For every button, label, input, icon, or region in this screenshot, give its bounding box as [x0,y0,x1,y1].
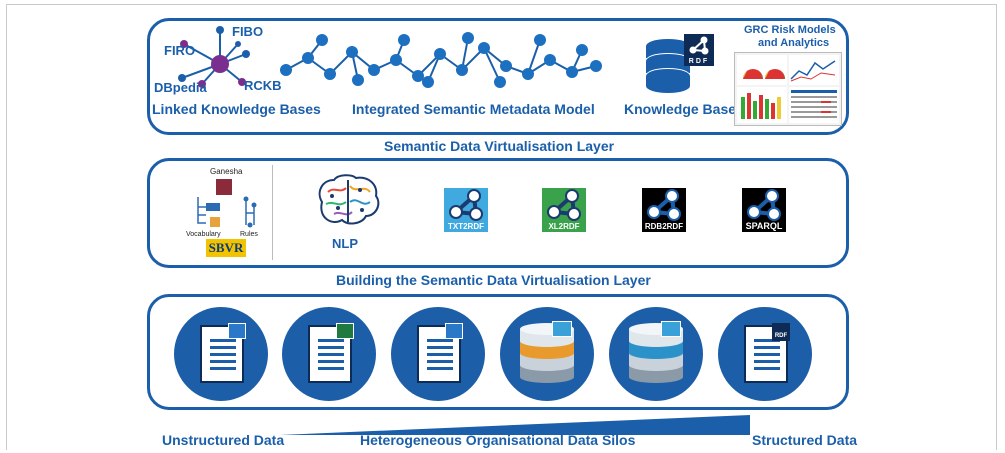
document-icon [200,325,244,383]
database-icon [646,39,690,93]
sbvr-logo: SBVR [206,239,246,257]
document-line [318,360,344,363]
document-line [427,339,453,342]
rdb2rdf-tool: RDB2RDF [642,188,686,232]
middle-panel [147,158,849,268]
oracle-icon [661,321,681,337]
rdf-graph-icon [449,189,483,221]
grc-title-line1: GRC Risk Models [744,24,836,36]
source-document-circle [174,307,268,401]
sbvr-tool: Ganesha Vocabulary Rules SBVR [184,165,273,260]
document-icon [744,325,788,383]
sbvr-title: Ganesha [210,167,243,176]
document-line [754,360,780,363]
rdf-graph-icon [689,36,709,55]
layer2-caption: Building the Semantic Data Virtualisatio… [336,272,651,288]
layer1-caption: Semantic Data Virtualisation Layer [384,138,615,154]
document-line [318,353,344,356]
document-line [210,360,236,363]
xl2rdf-label: XL2RDF [548,222,580,231]
document-line [318,367,344,370]
document-line [210,367,236,370]
document-line [754,353,780,356]
txt2rdf-label: TXT2RDF [448,222,484,231]
ganesha-logo [216,179,232,195]
structure-gradient-wedge [280,415,750,435]
document-line [754,339,780,342]
nlp-caption: NLP [332,236,358,251]
tree-diagram-icon [197,196,257,228]
rdf-graph-icon [547,189,581,221]
database-stack-icon [520,323,574,383]
excel-icon [336,323,354,339]
metadata-model-caption: Integrated Semantic Metadata Model [352,101,595,117]
source-database-circle [500,307,594,401]
document-line [754,367,780,370]
footer-center: Heterogeneous Organisational Data Silos [360,432,636,448]
xml-icon [445,323,463,339]
node-dbpedia: DBpedia [154,80,207,95]
document-line [210,339,236,342]
linked-kb-star-icon [178,26,250,88]
rdf-badge-label: RDF [688,58,710,65]
document-line [210,346,236,349]
node-rckb: RCKB [244,78,282,93]
source-document-circle: RDF [718,307,812,401]
txt2rdf-tool: TXT2RDF [444,188,488,232]
sparql-tool: SPARQL [742,188,786,232]
word-icon [228,323,246,339]
knowledge-base-caption: Knowledge Base [624,101,737,117]
document-line [427,346,453,349]
grc-title-line2: and Analytics [758,37,830,49]
sbvr-rules: Rules [240,231,258,238]
document-line [427,353,453,356]
node-fibo: FIBO [232,24,264,39]
document-line [427,360,453,363]
sparql-label: SPARQL [745,221,783,231]
xl2rdf-tool: XL2RDF [542,188,586,232]
metadata-network-icon [280,32,602,88]
sql-icon [552,321,572,337]
grc-dashboard [734,52,842,126]
document-line [318,339,344,342]
rdb2rdf-label: RDB2RDF [644,222,684,231]
source-document-circle [391,307,485,401]
linked-kb-caption: Linked Knowledge Bases [152,101,321,117]
gauge-chart-icon [737,55,839,123]
document-line [210,353,236,356]
node-firo: FIRO [164,43,196,58]
rdf-graph-icon [647,189,681,221]
sbvr-vocab: Vocabulary [186,231,221,238]
database-stack-icon [629,323,683,383]
figure-frame [6,4,997,450]
document-line [427,367,453,370]
source-database-circle [609,307,703,401]
footer-left: Unstructured Data [162,432,285,448]
document-line [318,346,344,349]
rdf-badge: RDF [772,323,790,341]
brain-icon [318,174,380,225]
source-document-circle [282,307,376,401]
footer-right: Structured Data [752,432,858,448]
document-line [754,346,780,349]
rdf-graph-icon [747,189,781,221]
rdf-badge: RDF [684,34,714,66]
